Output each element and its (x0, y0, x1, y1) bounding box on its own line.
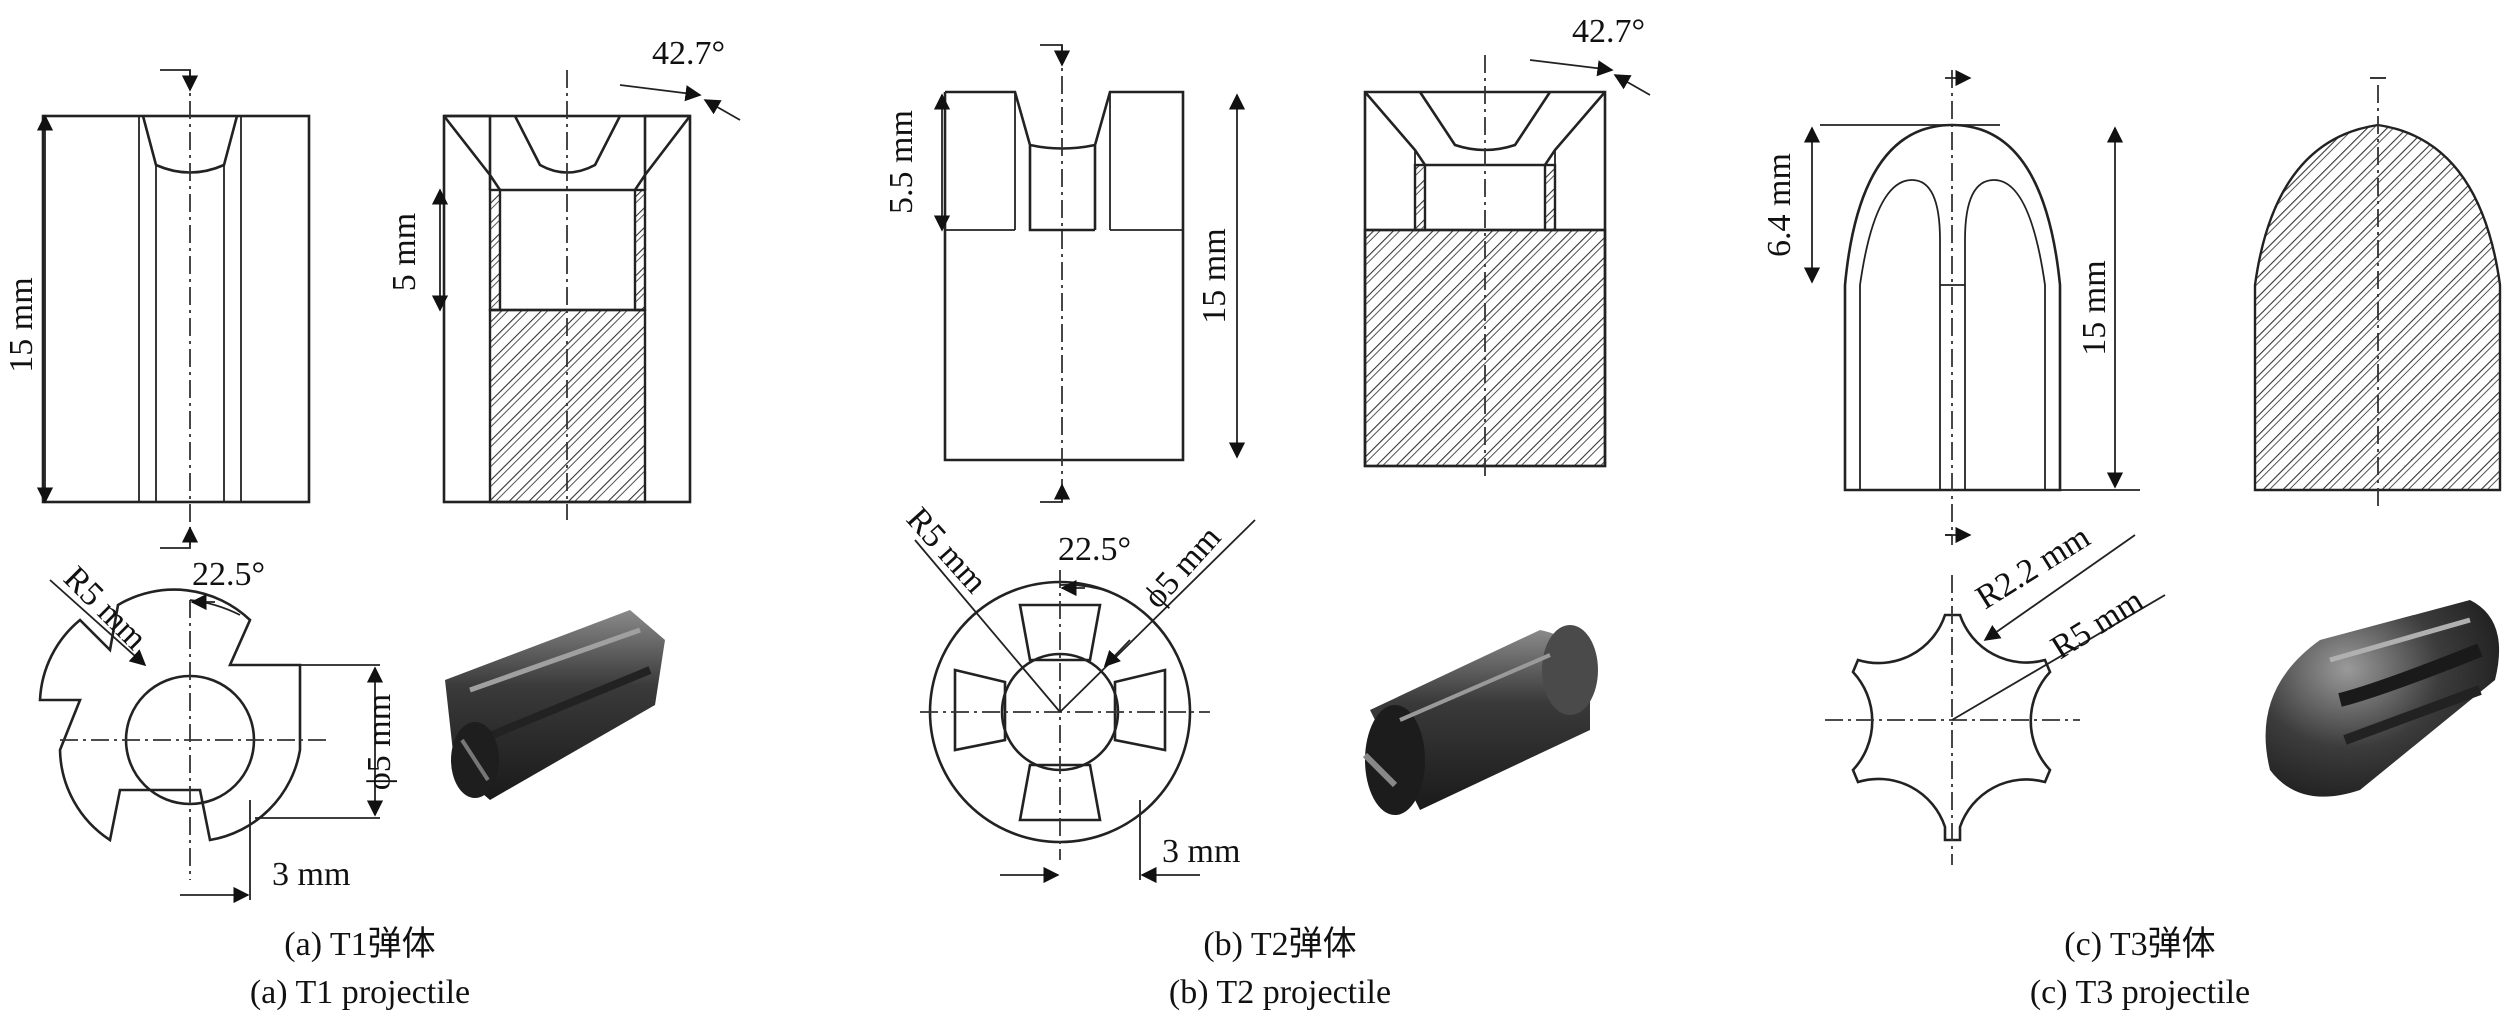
panel-a-t1: 15 mm 5 mm 42.7° (3, 35, 741, 1011)
t2-caption-cn: (b) T2弹体 (1203, 925, 1356, 963)
t2-photo (1362, 625, 1598, 815)
t1-section-view: 5 mm 42.7° (386, 35, 741, 520)
t3-radius-label: R5 mm (2045, 582, 2150, 667)
t2-cross-section: R5 mm ϕ5 mm 22.5° 3 mm (899, 501, 1256, 884)
t1-inner-depth-label: 5 mm (386, 213, 423, 291)
t2-height-label: 15 mm (1196, 228, 1233, 323)
t2-angle-label: 42.7° (1572, 13, 1645, 50)
t1-diameter-label: ϕ5 mm (361, 694, 398, 790)
t2-offset-label: 3 mm (1162, 833, 1240, 870)
t2-front-view: 5.5 mm 15 mm (883, 44, 1246, 503)
t3-cross-section: R2.2 mm R5 mm (1825, 518, 2166, 865)
t2-section-view: 42.7° (1363, 13, 1651, 480)
t3-caption-cn: (c) T3弹体 (2064, 925, 2215, 963)
t3-nose-height-label: 6.4 mm (1761, 153, 1798, 257)
t3-section-view (2253, 77, 2502, 510)
t3-photo (2265, 600, 2500, 797)
t1-offset-label: 3 mm (272, 856, 350, 893)
panel-c-t3: 6.4 mm 15 mm R2.2 mm R5 mm (1761, 69, 2502, 1011)
t2-caption-en: (b) T2 projectile (1169, 974, 1391, 1011)
t2-diameter-label: ϕ5 mm (1136, 519, 1228, 615)
t3-front-view: 6.4 mm 15 mm (1761, 69, 2140, 545)
t3-caption-en: (c) T3 projectile (2030, 974, 2250, 1011)
t1-front-view: 15 mm (3, 69, 311, 549)
t1-caption-cn: (a) T1弹体 (284, 925, 435, 963)
t1-angle-label: 42.7° (652, 35, 725, 72)
t1-slot-angle-label: 22.5° (192, 556, 265, 593)
t1-cross-section: R5 mm 22.5° ϕ5 mm 3 mm (38, 556, 398, 904)
panel-b-t2: 5.5 mm 15 mm 42.7° (883, 13, 1651, 1011)
t2-depth-label: 5.5 mm (883, 110, 920, 214)
t1-height-label: 15 mm (3, 277, 40, 372)
t3-height-label: 15 mm (2076, 260, 2113, 355)
t1-radius-label: R5 mm (56, 559, 154, 657)
t1-caption-en: (a) T1 projectile (250, 974, 470, 1011)
t2-slot-angle-label: 22.5° (1058, 531, 1131, 568)
t3-groove-radius-label: R2.2 mm (1970, 518, 2097, 616)
t2-radius-label: R5 mm (899, 501, 994, 601)
t1-photo (445, 610, 665, 800)
